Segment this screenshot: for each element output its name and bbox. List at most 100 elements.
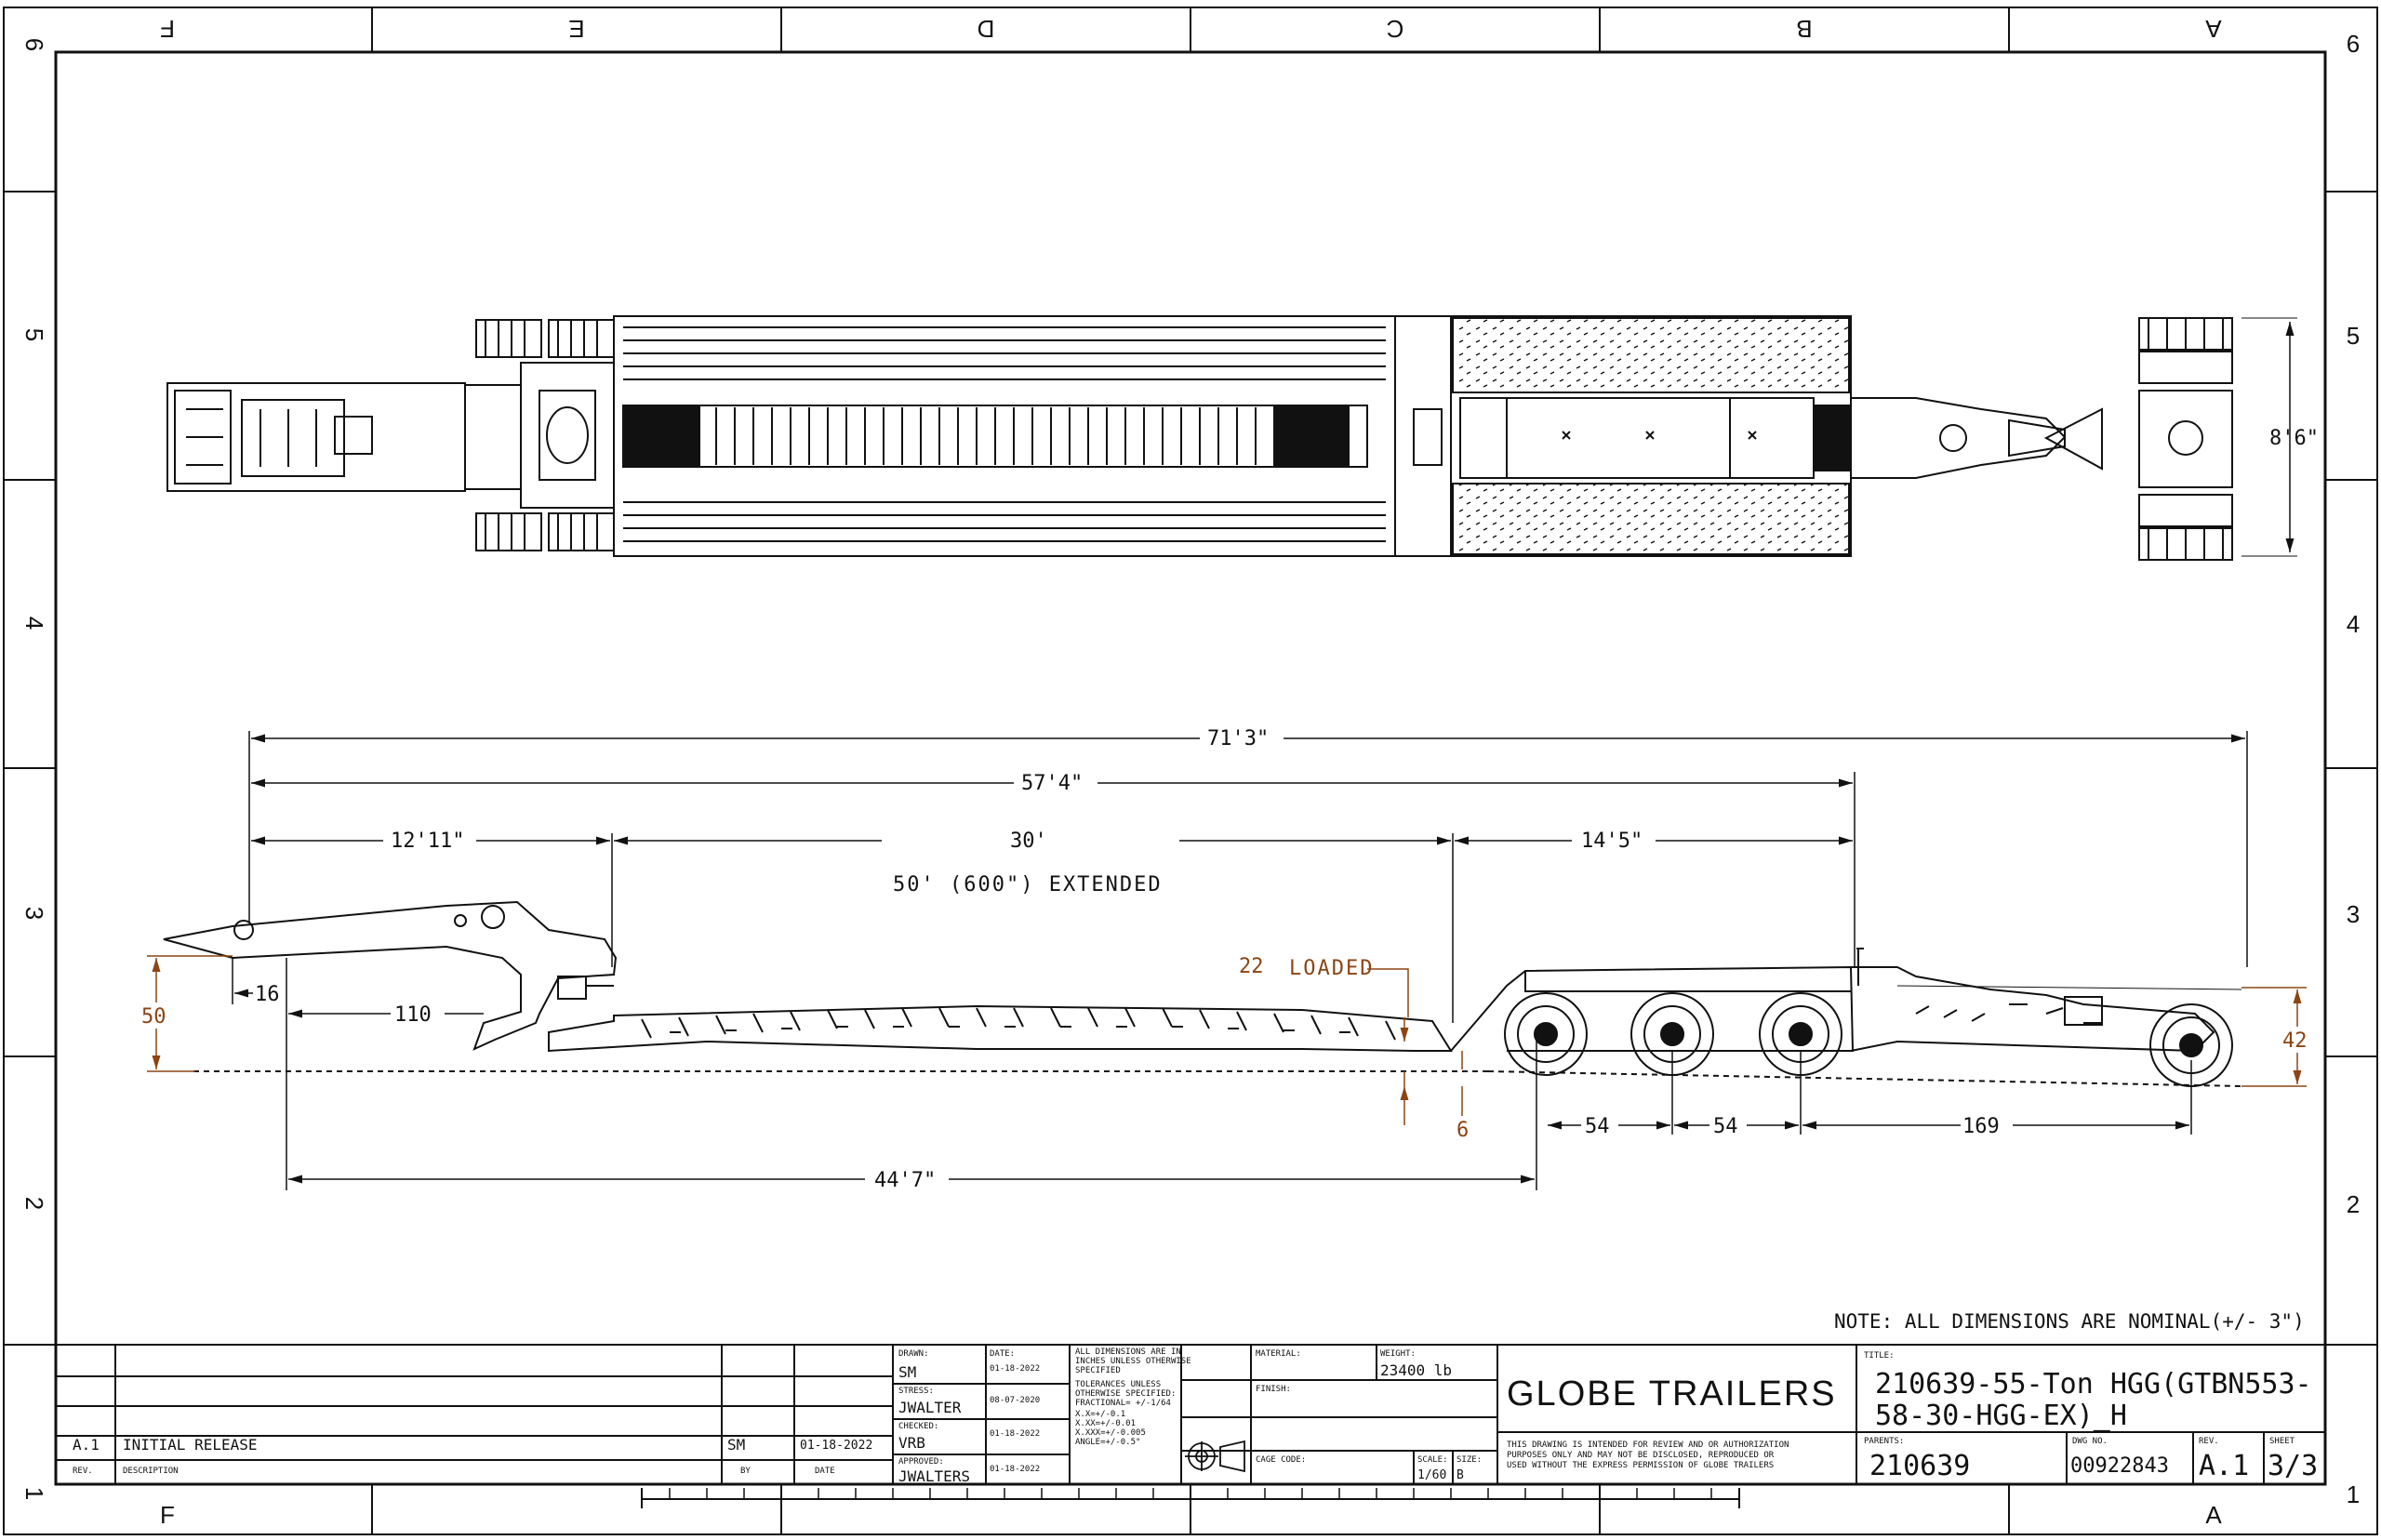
zone-col-top-f: F bbox=[160, 15, 175, 43]
parents-label: PARENTS: bbox=[1864, 1437, 1905, 1446]
zone-col-bottom-a: A bbox=[2205, 1501, 2222, 1529]
weight-label: WEIGHT: bbox=[1380, 1349, 1416, 1359]
wheel-1 bbox=[1504, 992, 1588, 1076]
zone-row-right-6: 6 bbox=[2347, 30, 2360, 58]
rev-header-by: BY bbox=[740, 1467, 751, 1476]
zone-col-bottom-f: F bbox=[160, 1501, 175, 1529]
weight-value: 23400 lb bbox=[1380, 1361, 1453, 1379]
scale-label: SCALE: bbox=[1417, 1455, 1448, 1465]
dwg-value: 00922843 bbox=[2070, 1454, 2169, 1478]
tol-line: X.XX=+/-0.01 bbox=[1075, 1419, 1137, 1428]
dim-deck: 30' bbox=[1010, 830, 1047, 853]
zone-row-right-4: 4 bbox=[2347, 610, 2360, 638]
dim-neck-16: 16 bbox=[255, 983, 280, 1006]
dim-loaded-label: LOADED bbox=[1289, 957, 1374, 980]
dim-extended-note: 50' (600") EXTENDED bbox=[893, 873, 1163, 896]
sheet-border bbox=[3, 7, 2378, 1535]
tol-line: ANGLE=+/-0.5° bbox=[1075, 1438, 1141, 1447]
dim-neck-110: 110 bbox=[394, 1003, 432, 1027]
rev-header-rev: REV. bbox=[73, 1467, 93, 1476]
cage-label: CAGE CODE: bbox=[1256, 1455, 1307, 1465]
tol-line: TOLERANCES UNLESS bbox=[1075, 1380, 1162, 1389]
checked-value: VRB bbox=[898, 1434, 925, 1452]
tol-line: X.XXX=+/-0.005 bbox=[1075, 1428, 1146, 1438]
zone-row-left-5: 5 bbox=[20, 328, 48, 341]
brown-labels: 50 22 LOADED 6 42 bbox=[140, 955, 2312, 1142]
dim-bottom-span: 44'7" bbox=[874, 1169, 936, 1192]
dim-axle-54a: 54 bbox=[1585, 1115, 1610, 1138]
rev-row-by: SM bbox=[727, 1436, 746, 1454]
trailer-side-view bbox=[163, 900, 2242, 1087]
disclaimer-line: THIS DRAWING IS INTENDED FOR REVIEW AND … bbox=[1507, 1440, 1789, 1450]
zone-row-left-4: 4 bbox=[20, 617, 48, 630]
drawn-date-label: DATE: bbox=[990, 1349, 1016, 1359]
parents-value: 210639 bbox=[1869, 1450, 1971, 1482]
dim-height-42: 42 bbox=[2282, 1029, 2308, 1053]
sheet-value: 3/3 bbox=[2268, 1450, 2319, 1482]
trailer-top-view bbox=[166, 315, 2297, 561]
stress-value: JWALTER bbox=[898, 1399, 962, 1416]
approved-date: 01-18-2022 bbox=[990, 1465, 1041, 1474]
zone-row-right-5: 5 bbox=[2347, 322, 2360, 350]
stress-date: 08-07-2020 bbox=[990, 1396, 1041, 1405]
zone-col-top-b: B bbox=[1796, 15, 1812, 43]
dim-loaded-value: 22 bbox=[1239, 955, 1264, 978]
zone-row-right-1: 1 bbox=[2347, 1480, 2360, 1508]
drawing-title-line1: 210639-55-Ton HGG(GTBN553- bbox=[1875, 1368, 2312, 1401]
rev-row-date: 01-18-2022 bbox=[800, 1439, 873, 1453]
projection-icon bbox=[1185, 1440, 1245, 1473]
dim-57-4: 57'4" bbox=[1021, 772, 1083, 795]
zone-row-left-6: 6 bbox=[20, 38, 48, 51]
zone-col-top-c: C bbox=[1387, 15, 1404, 43]
zone-col-top-e: E bbox=[568, 15, 584, 43]
dim-rear: 14'5" bbox=[1581, 830, 1643, 853]
size-value: B bbox=[1457, 1468, 1464, 1482]
title-block-grid bbox=[55, 1344, 2326, 1485]
tol-line: OTHERWISE SPECIFIED: bbox=[1075, 1389, 1177, 1399]
zone-row-left-1: 1 bbox=[20, 1487, 48, 1500]
drawn-label: DRAWN: bbox=[898, 1349, 929, 1359]
zone-row-left-2: 2 bbox=[20, 1197, 48, 1210]
disclaimer: THIS DRAWING IS INTENDED FOR REVIEW AND … bbox=[1507, 1441, 1789, 1470]
tol-line: FRACTIONAL= +/-1/64 bbox=[1075, 1399, 1171, 1408]
dim-gooseneck: 12'11" bbox=[391, 830, 464, 853]
wheel-3 bbox=[1759, 992, 1842, 1076]
material-label: MATERIAL: bbox=[1256, 1349, 1301, 1359]
disclaimer-line: PURPOSES ONLY AND MAY NOT BE DISCLOSED, … bbox=[1507, 1451, 1775, 1460]
approved-label: APPROVED: bbox=[898, 1457, 944, 1467]
zone-row-right-2: 2 bbox=[2347, 1190, 2360, 1218]
dim-width: 8'6" bbox=[2269, 427, 2319, 450]
size-label: SIZE: bbox=[1457, 1455, 1483, 1465]
dim-axle-54b: 54 bbox=[1713, 1115, 1738, 1138]
finish-label: FINISH: bbox=[1256, 1385, 1291, 1394]
zone-labels: F E D C B A F A 6 5 4 3 2 1 6 5 4 3 2 1 bbox=[20, 15, 2360, 1529]
checked-label: CHECKED: bbox=[898, 1422, 939, 1431]
dim-axle-169: 169 bbox=[1962, 1115, 2000, 1138]
side-dimension-brown bbox=[147, 955, 2307, 1125]
tol-line: INCHES UNLESS OTHERWISE bbox=[1075, 1357, 1191, 1366]
dwg-label: DWG NO. bbox=[2072, 1437, 2108, 1446]
rev-header-description: DESCRIPTION bbox=[123, 1467, 179, 1476]
drawing-title-line2: 58-30-HGG-EX)_H bbox=[1875, 1400, 2127, 1432]
dim-height-50: 50 bbox=[141, 1005, 166, 1029]
zone-row-right-3: 3 bbox=[2347, 900, 2360, 928]
zone-col-top-a: A bbox=[2205, 15, 2222, 43]
drawn-value: SM bbox=[898, 1363, 917, 1381]
rev-header-date: DATE bbox=[815, 1467, 835, 1476]
stress-label: STRESS: bbox=[898, 1387, 934, 1396]
rev-row-description: INITIAL RELEASE bbox=[123, 1436, 258, 1454]
dimension-labels: 71'3" 57'4" 12'11" 30' 14'5" 50' (600") … bbox=[253, 725, 2013, 1192]
approved-value: JWALTERS bbox=[898, 1467, 971, 1485]
rev-row-rev: A.1 bbox=[73, 1436, 100, 1454]
tol-line: SPECIFIED bbox=[1075, 1366, 1121, 1375]
tol-line: ALL DIMENSIONS ARE IN bbox=[1075, 1348, 1181, 1357]
dim-overall: 71'3" bbox=[1207, 727, 1269, 750]
scale-value: 1/60 bbox=[1417, 1468, 1447, 1482]
dim-ground-6: 6 bbox=[1457, 1119, 1469, 1142]
tol-line: X.X=+/-0.1 bbox=[1075, 1410, 1126, 1419]
checked-date: 01-18-2022 bbox=[990, 1429, 1041, 1439]
sheet-label: SHEET bbox=[2269, 1437, 2295, 1446]
company-name: GLOBE TRAILERS bbox=[1507, 1374, 1837, 1414]
zone-row-left-3: 3 bbox=[20, 907, 48, 920]
